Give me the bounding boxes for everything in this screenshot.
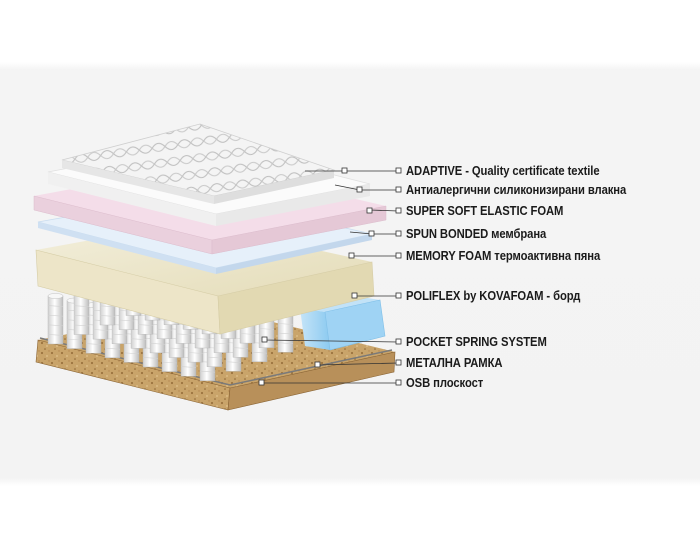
label-poliflex: POLIFLEX by KOVAFOAM - борд: [406, 289, 581, 303]
label-pocket-springs: POCKET SPRING SYSTEM: [406, 335, 547, 349]
label-fiber: Антиалергични силиконизирани влакна: [406, 183, 627, 197]
label-soft-foam: SUPER SOFT ELASTIC FOAM: [406, 204, 564, 218]
label-osb: OSB плоскост: [406, 376, 484, 390]
label-textile: ADAPTIVE - Quality certificate textile: [406, 164, 600, 178]
spring-coil: [47, 293, 64, 345]
label-memory-foam: MEMORY FOAM термоактивна пяна: [406, 249, 601, 263]
leader-markers: [258, 167, 402, 386]
metal-frame: [39, 337, 393, 386]
textile-layer: [61, 123, 336, 204]
label-metal-frame: МЕТАЛНА РАМКА: [406, 356, 503, 370]
label-spun-bonded: SPUN BONDED мембрана: [406, 227, 547, 241]
